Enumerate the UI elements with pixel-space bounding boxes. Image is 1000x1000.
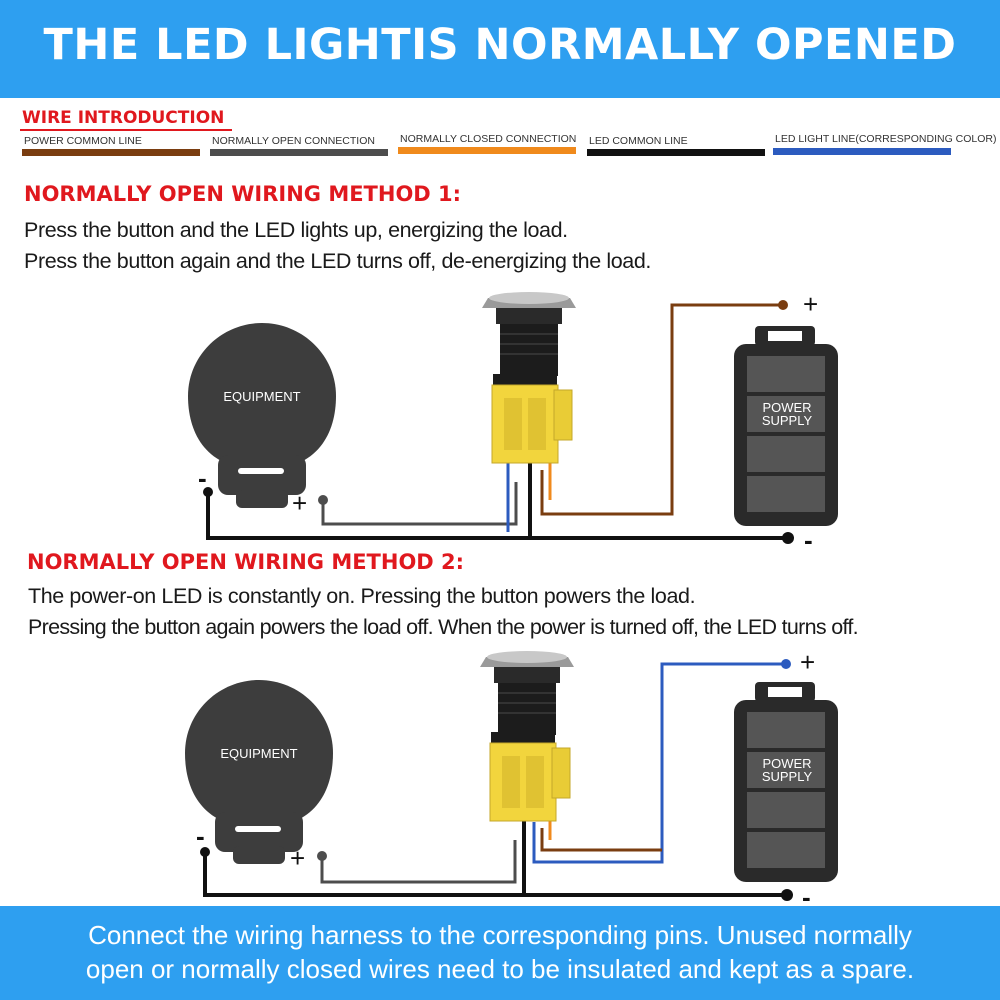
- wire-label-normally-closed: NORMALLY CLOSED CONNECTION: [400, 133, 577, 145]
- wire-bar-power-common: [22, 149, 200, 156]
- battery-label-line2: SUPPLY: [762, 413, 813, 428]
- battery-plus-sign-2: +: [800, 647, 815, 677]
- negative-terminal-dot-2: [781, 889, 793, 901]
- battery-label-line1-2: POWER: [762, 756, 811, 771]
- footer-line-1: Connect the wiring harness to the corres…: [88, 920, 912, 950]
- wire-label-power-common: POWER COMMON LINE: [24, 135, 142, 147]
- battery-label-line1: POWER: [762, 400, 811, 415]
- page-title: THE LED LIGHTIS NORMALLY OPENED: [43, 20, 957, 70]
- wire-bar-led-light: [773, 148, 951, 155]
- equipment-bulb-2: [185, 680, 333, 864]
- wire-intro-underline: [20, 129, 232, 131]
- push-button-switch: [482, 292, 576, 464]
- equipment-bulb: [188, 323, 336, 508]
- wire-bar-led-common: [587, 149, 765, 156]
- method1-line-1: Press the button and the LED lights up, …: [24, 218, 568, 242]
- battery-plus-sign: +: [803, 289, 818, 319]
- method1-title: NORMALLY OPEN WIRING METHOD 1:: [24, 182, 462, 206]
- equipment-negative-dot: [203, 487, 213, 497]
- wire-bar-normally-closed: [398, 147, 576, 154]
- normally-open-wire: [321, 482, 518, 526]
- led-light-wire-2: [532, 662, 782, 864]
- header-banner: [0, 0, 1000, 98]
- equipment-positive-dot-2: [317, 851, 327, 861]
- normally-open-wire-2: [320, 840, 517, 884]
- power-supply-battery-2: [734, 682, 838, 882]
- battery-minus-sign-2: -: [802, 882, 811, 912]
- equipment-positive-dot: [318, 495, 328, 505]
- equipment-negative-dot-2: [200, 847, 210, 857]
- wire-bar-normally-open: [210, 149, 388, 156]
- method2-line-2: Pressing the button again powers the loa…: [28, 615, 859, 639]
- equipment-plus-sign: +: [292, 488, 307, 518]
- negative-wire-2: [203, 852, 790, 897]
- method1-line-2: Press the button again and the LED turns…: [24, 249, 651, 273]
- battery-label-line2-2: SUPPLY: [762, 769, 813, 784]
- equipment-label: EQUIPMENT: [223, 389, 300, 404]
- push-button-switch-2: [480, 651, 574, 822]
- negative-terminal-dot: [782, 532, 794, 544]
- power-common-wire: [540, 303, 780, 516]
- method2-line-1: The power-on LED is constantly on. Press…: [28, 584, 696, 608]
- positive-terminal-dot: [778, 300, 788, 310]
- wire-label-led-light: LED LIGHT LINE(CORRESPONDING COLOR): [775, 133, 997, 145]
- wire-label-led-common: LED COMMON LINE: [589, 135, 688, 147]
- method2-title: NORMALLY OPEN WIRING METHOD 2:: [27, 550, 465, 574]
- wire-intro-title: WIRE INTRODUCTION: [22, 108, 225, 128]
- power-supply-battery: [734, 326, 838, 526]
- equipment-label-2: EQUIPMENT: [220, 746, 297, 761]
- battery-minus-sign: -: [804, 525, 813, 555]
- negative-wire: [206, 492, 790, 540]
- equipment-plus-sign-2: +: [290, 843, 305, 873]
- equipment-minus-sign: -: [198, 463, 207, 493]
- footer-line-2: open or normally closed wires need to be…: [85, 954, 915, 984]
- equipment-minus-sign-2: -: [196, 821, 205, 851]
- footer-banner: [0, 906, 1000, 1000]
- wire-label-normally-open: NORMALLY OPEN CONNECTION: [212, 135, 375, 147]
- positive-terminal-dot-2: [781, 659, 791, 669]
- power-common-wire-2: [540, 828, 662, 852]
